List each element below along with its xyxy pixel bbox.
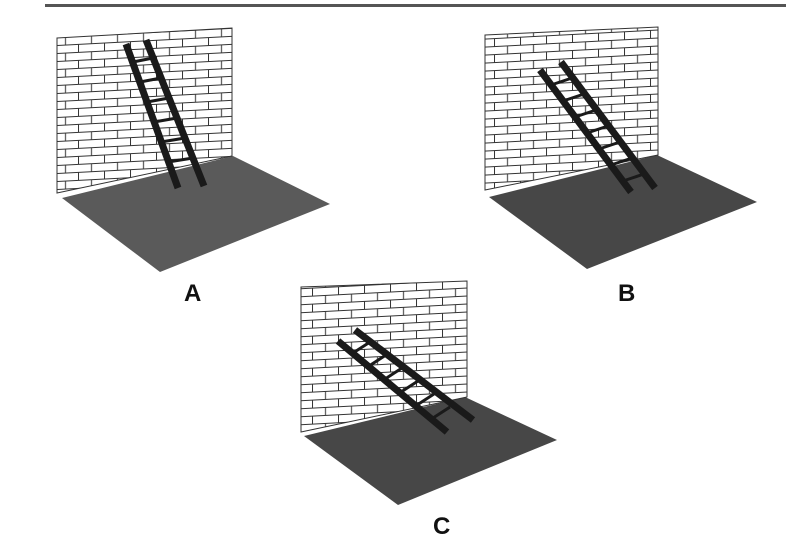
floor-b [489, 155, 757, 269]
floor-a [62, 156, 330, 272]
panel-label-b: B [618, 280, 636, 307]
panel-a [56, 27, 330, 272]
panel-b [484, 26, 757, 269]
panel-label-c: C [433, 513, 451, 540]
ladder-a [122, 38, 208, 190]
floor-c [304, 397, 557, 505]
top-rule [45, 4, 786, 7]
panel-label-a: A [184, 280, 202, 307]
panel-c [300, 280, 557, 505]
ladder-b [537, 59, 658, 195]
ladder-c [335, 327, 476, 435]
